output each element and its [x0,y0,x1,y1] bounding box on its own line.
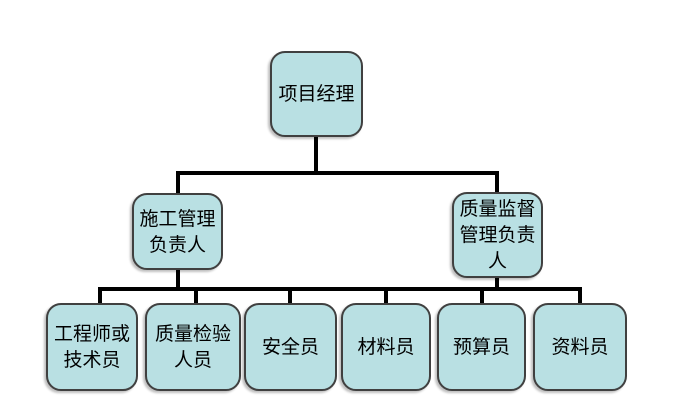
node-project-manager: 项目经理 [270,51,363,137]
connector-level3-drop-4 [384,289,388,305]
connector-level3-drop-1 [98,289,102,305]
connector-level3-drop-2 [194,289,198,305]
connector-level3-drop-3 [288,289,292,305]
node-label: 预算员 [452,336,510,358]
node-label: 安全员 [261,336,319,358]
node-quality-supervision-lead: 质量监督 管理负责 人 [452,192,543,278]
node-construction-management-lead: 施工管理 负责人 [132,193,223,270]
connector-left-branch-stem [176,268,180,289]
node-budget-officer: 预算员 [437,303,526,391]
connector-level3-rail [98,287,582,291]
connector-right-branch-stem [495,276,499,289]
node-safety-officer: 安全员 [244,303,337,391]
connector-level2-drop-left [176,173,180,195]
node-label: 工程师或 技术员 [53,323,130,371]
connector-level2-drop-right [495,173,499,194]
node-label: 质量监督 管理负责 人 [459,198,536,272]
node-quality-inspection-staff: 质量检验 人员 [145,303,241,391]
node-label: 施工管理 负责人 [139,207,216,256]
node-label: 资料员 [551,336,609,358]
connector-level3-drop-5 [480,289,484,305]
connector-root-stem [314,135,318,175]
connector-level2-rail [176,171,499,175]
node-label: 项目经理 [278,83,355,105]
node-engineer-or-technician: 工程师或 技术员 [46,303,138,391]
node-material-officer: 材料员 [341,303,431,391]
connector-level3-drop-6 [578,289,582,305]
node-label: 材料员 [357,336,415,358]
node-label: 质量检验 人员 [154,323,231,371]
node-documentation-officer: 资料员 [533,303,627,391]
